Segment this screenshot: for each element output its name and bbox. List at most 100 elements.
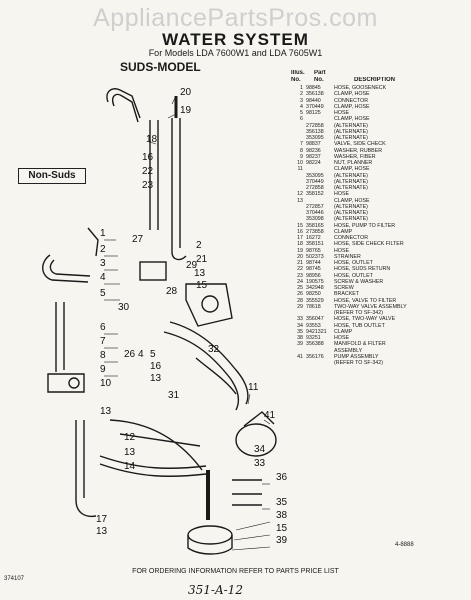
valve-filter-hose: [169, 321, 249, 405]
parts-row-number: 35: [297, 328, 303, 335]
callout-38: 38: [276, 510, 288, 521]
callout-36: 36: [276, 472, 288, 483]
parts-row-part-number: 353095: [306, 172, 324, 179]
parts-row-number: 10: [297, 160, 303, 166]
leader-lines: [104, 95, 271, 551]
parts-row-description: CLAMP: [334, 328, 353, 335]
parts-row-description: HOSE, VALVE TO FILTER: [334, 297, 397, 304]
parts-row-number: 13: [297, 197, 303, 204]
parts-row-part-number: 370449: [306, 178, 324, 185]
parts-row-part-number: 356176: [306, 353, 324, 360]
callout-11: 11: [248, 382, 259, 393]
parts-row-description: (ALTERNATE): [334, 178, 368, 185]
parts-row-part-number: 98837: [306, 141, 321, 148]
figure-number: 4-8888: [395, 542, 414, 548]
callout-13: 13: [150, 373, 162, 384]
parts-row-number: 17: [297, 235, 303, 241]
suds-model-label: SUDS-MODEL: [120, 60, 201, 74]
parts-row-part-number: 342948: [306, 285, 324, 291]
parts-row-number: 8: [300, 147, 303, 154]
callout-7: 7: [100, 336, 106, 347]
parts-row-number: 20: [297, 253, 303, 260]
parts-row-part-number: 356138: [306, 128, 324, 135]
parts-row-number: 19: [297, 247, 303, 254]
parts-row-part-number: 98956: [306, 272, 321, 279]
parts-row-description: (ALTERNATE): [334, 128, 368, 135]
callout-22: 22: [142, 166, 154, 177]
part-header: Part: [314, 70, 326, 76]
callout-15: 15: [276, 523, 288, 534]
handwritten-note: 351-A-12: [188, 583, 243, 597]
callout-17: 17: [96, 514, 108, 525]
parts-row-number: 39: [297, 341, 303, 348]
parts-row-description: HOSE: [334, 335, 350, 341]
parts-row: 370449 (ALTERNATE): [291, 179, 469, 185]
parts-row-number: 1: [300, 85, 303, 91]
callout-33: 33: [254, 458, 266, 469]
parts-row-description: HOSE, TWO-WAY VALVE: [334, 316, 396, 323]
callout-3: 3: [100, 258, 106, 269]
parts-row-part-number: 98250: [306, 291, 321, 298]
parts-row-part-number: 98765: [306, 247, 321, 254]
parts-row-description: SCREW: [334, 285, 354, 291]
parts-row-description: (ALTERNATE): [334, 210, 368, 216]
callout-4: 4: [100, 272, 106, 283]
parts-row-number: 25: [297, 285, 303, 291]
parts-row-description: HOSE, OUTLET: [334, 272, 373, 279]
parts-row-description: (ALTERNATE): [334, 203, 368, 210]
parts-row-description: WASHER, FIBER: [334, 153, 376, 160]
callout-14: 14: [124, 461, 136, 472]
parts-row-description: (ALTERNATE): [334, 216, 368, 223]
parts-row-part-number: 356047: [306, 316, 324, 323]
parts-row-part-number: 356388: [306, 341, 324, 348]
parts-row-number: 28: [297, 297, 303, 304]
parts-row-part-number: 98125: [306, 110, 321, 116]
parts-row-number: 41: [297, 353, 303, 360]
parts-row-description: SCREW & WASHER: [334, 278, 384, 285]
parts-row-description: (ALTERNATE): [334, 135, 368, 141]
callout-2: 2: [100, 244, 106, 255]
parts-row-part-number: 356138: [306, 91, 324, 98]
callout-34: 34: [254, 444, 266, 455]
parts-row-description: CLAMP, HOSE: [334, 166, 370, 173]
parts-row-part-number: 98440: [306, 97, 321, 104]
parts-row-part-number: 98236: [306, 147, 321, 154]
parts-row-number: 16: [297, 228, 303, 235]
parts-row-description: CLAMP, HOSE: [334, 103, 370, 110]
parts-row: 353095(ALTERNATE): [291, 135, 469, 141]
callout-15: 15: [196, 280, 208, 291]
parts-row-number: 5: [300, 110, 303, 116]
parts-row-description: (ALTERNATE): [334, 122, 368, 129]
parts-row-description: STRAINER: [334, 253, 361, 260]
outlet-hose: [171, 118, 187, 261]
callout-13: 13: [100, 406, 112, 417]
parts-row-part-number: 273858: [306, 228, 324, 235]
parts-row-number: 15: [297, 222, 303, 229]
parts-row-part-number: 98845: [306, 85, 321, 91]
parts-row-description: HOSE: [334, 247, 350, 254]
parts-row-part-number: 9421321: [306, 328, 327, 335]
parts-row-number: 3: [300, 97, 303, 104]
callout-9: 9: [100, 364, 106, 375]
parts-row-part-number: 190575: [306, 278, 324, 285]
parts-row-number: 6: [300, 116, 303, 123]
